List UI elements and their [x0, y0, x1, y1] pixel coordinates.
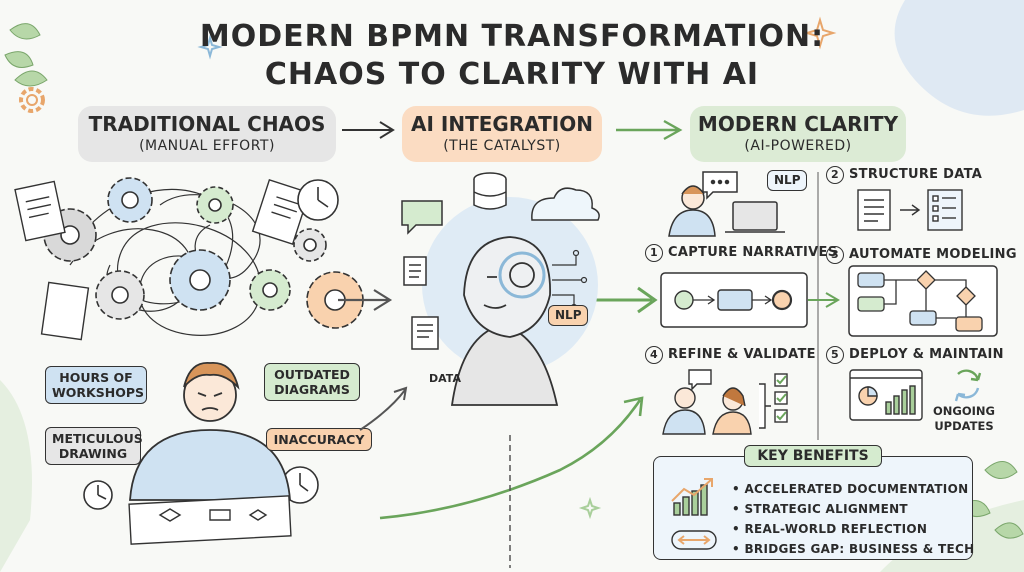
- structure-illustration: [857, 189, 963, 231]
- ai-to-modern-arrow-icon: [596, 286, 658, 314]
- clock-icon: [83, 179, 339, 510]
- step-label: DEPLOY & MAINTAIN: [849, 347, 1004, 362]
- traditional-subheading: (MANUAL EFFORT): [139, 138, 275, 154]
- capture-illustration: [668, 171, 785, 237]
- header-arrow-green-icon: [616, 119, 683, 141]
- step-label: CAPTURE NARRATIVES: [668, 245, 838, 260]
- step-refine-validate: 4 REFINE & VALIDATE: [645, 346, 816, 364]
- nlp-badge-ai: NLP: [548, 305, 589, 326]
- nlp-badge-capture: NLP: [767, 170, 808, 191]
- dashboard-monitor-icon: [849, 369, 923, 421]
- chaos-illustration: [14, 177, 364, 545]
- person-at-laptop-icon: [668, 185, 785, 237]
- stressed-worker-icon: [129, 362, 291, 501]
- step-number: 1: [645, 244, 663, 262]
- benefit-item: ACCELERATED DOCUMENTATION: [732, 479, 974, 499]
- tag-meticulous-drawing: METICULOUS DRAWING: [45, 427, 143, 465]
- benefit-icons: [671, 478, 717, 550]
- header-arrow-icon: [342, 121, 395, 139]
- cloud-icon: [531, 187, 600, 221]
- refresh-cycle-icon: [954, 369, 982, 402]
- benefit-item: STRATEGIC ALIGNMENT: [732, 499, 974, 519]
- document-to-list-icon: [857, 189, 963, 231]
- robot-head-icon: [450, 236, 559, 406]
- inaccuracy-to-ai-arrow-icon: [359, 386, 408, 431]
- step-number: 5: [826, 346, 844, 364]
- leaf-left-icon: [4, 23, 48, 87]
- sparkle-icon: [197, 16, 837, 520]
- bridge-arrows-icon: [671, 530, 717, 550]
- updates-line: UPDATES: [934, 419, 994, 433]
- key-benefits-header: KEY BENEFITS: [654, 445, 972, 467]
- growth-arrow-icon: [379, 396, 644, 520]
- ai-illustration: [401, 172, 600, 406]
- document-icon: [403, 256, 439, 350]
- chat-bubble-icon: [401, 200, 443, 235]
- step-automate-modeling: 3 AUTOMATE MODELING: [826, 246, 1017, 264]
- tag-inaccuracy: INACCURACY: [266, 428, 372, 451]
- chaos-to-ai-arrow-icon: [338, 289, 393, 311]
- ai-heading: AI INTEGRATION: [411, 112, 593, 136]
- modern-heading: MODERN CLARITY: [697, 112, 899, 136]
- column-header-backgrounds: [78, 106, 906, 162]
- capture-process-diagram: [660, 272, 808, 328]
- step-number: 4: [645, 346, 663, 364]
- ai-subheading: (THE CATALYST): [443, 138, 561, 154]
- benefit-item: REAL-WORLD REFLECTION: [732, 519, 974, 539]
- benefits-list: ACCELERATED DOCUMENTATION STRATEGIC ALIG…: [732, 479, 974, 559]
- ongoing-updates-note: ONGOING UPDATES: [926, 404, 1002, 434]
- speech-bubble-icon: [702, 171, 738, 200]
- modern-subheading: (AI-POWERED): [744, 138, 852, 154]
- automate-bpmn-diagram: [848, 265, 998, 337]
- steps-arrow-icon: [808, 292, 840, 308]
- step-capture-narratives: 1 CAPTURE NARRATIVES: [645, 244, 837, 262]
- ongoing-line: ONGOING: [933, 404, 995, 418]
- tag-outdated-diagrams: OUTDATED DIAGRAMS: [264, 363, 360, 401]
- database-icon: [473, 172, 507, 210]
- key-benefits-heading: KEY BENEFITS: [744, 445, 882, 467]
- desk-papers-icon: [128, 495, 292, 545]
- traditional-heading: TRADITIONAL CHAOS: [88, 112, 326, 136]
- step-structure-data: 2 STRUCTURE DATA: [826, 166, 982, 184]
- refine-illustration: [662, 369, 788, 435]
- data-label: DATA: [429, 372, 461, 385]
- deploy-illustration: [849, 369, 982, 421]
- step-label: STRUCTURE DATA: [849, 167, 983, 182]
- page-title-line1: MODERN BPMN TRANSFORMATION:: [199, 19, 825, 54]
- tag-hours-of-workshops: HOURS OF WORKSHOPS: [45, 366, 147, 404]
- page-title-line2: CHAOS TO CLARITY WITH AI: [264, 57, 760, 92]
- step-deploy-maintain: 5 DEPLOY & MAINTAIN: [826, 346, 1004, 364]
- step-label: REFINE & VALIDATE: [668, 347, 816, 362]
- gear-decor-icon: [19, 87, 45, 113]
- step-number: 2: [826, 166, 844, 184]
- gear-cluster-icon: [43, 177, 364, 329]
- step-label: AUTOMATE MODELING: [849, 247, 1017, 262]
- checklist-icon: [759, 373, 788, 429]
- growth-chart-icon: [671, 478, 713, 516]
- document-pile-icon: [14, 178, 311, 341]
- step-number: 3: [826, 246, 844, 264]
- two-people-discussing-icon: [662, 369, 752, 435]
- benefit-item: BRIDGES GAP: BUSINESS & TECH: [732, 539, 974, 559]
- key-benefits-panel: KEY BENEFITS ACCELERATED DOCUMENTATION S…: [653, 445, 974, 560]
